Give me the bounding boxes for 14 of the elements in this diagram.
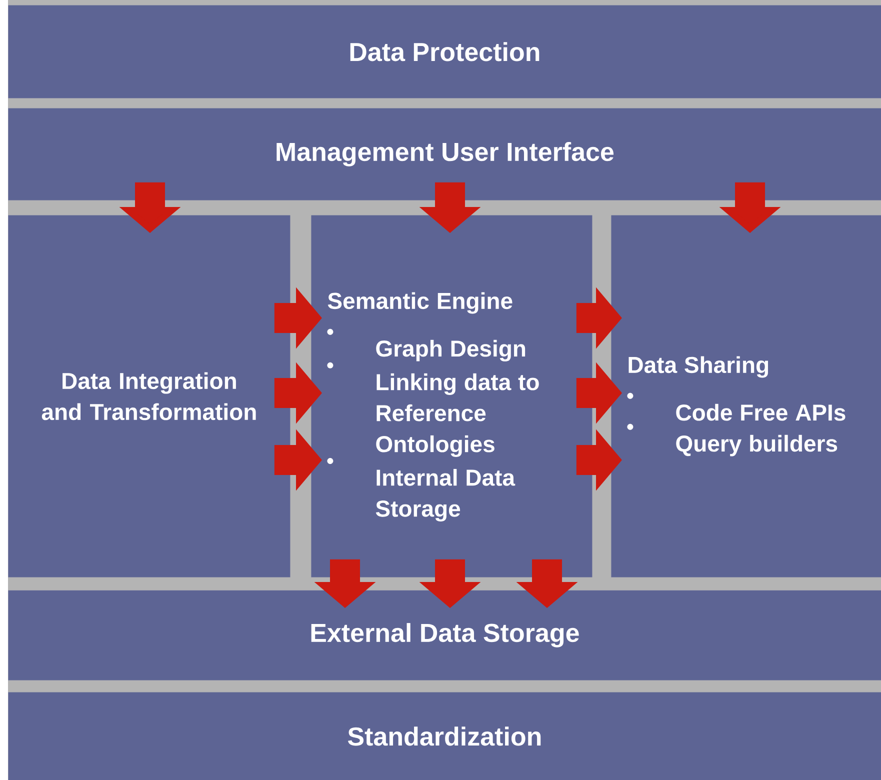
list-item: Internal Data Storage bbox=[376, 468, 516, 522]
layer-band: Data Protection bbox=[8, 5, 881, 98]
list-heading: Semantic Engine bbox=[328, 292, 512, 314]
list-item: Graph Design bbox=[376, 340, 526, 362]
list-heading: Data Sharing bbox=[628, 356, 768, 378]
module-box bbox=[611, 215, 881, 578]
module-box bbox=[311, 215, 592, 578]
list-item: Query builders bbox=[676, 434, 838, 456]
layer-band: Management User Interface bbox=[8, 108, 881, 200]
module-box: Data Integration and Transformation bbox=[8, 215, 290, 578]
list-item: Code Free APIs bbox=[676, 404, 846, 421]
layer-band: External Data Storage bbox=[8, 590, 881, 680]
list-item: Linking data to Reference Ontologies bbox=[376, 373, 539, 457]
layer-band: Standardization bbox=[8, 692, 881, 780]
